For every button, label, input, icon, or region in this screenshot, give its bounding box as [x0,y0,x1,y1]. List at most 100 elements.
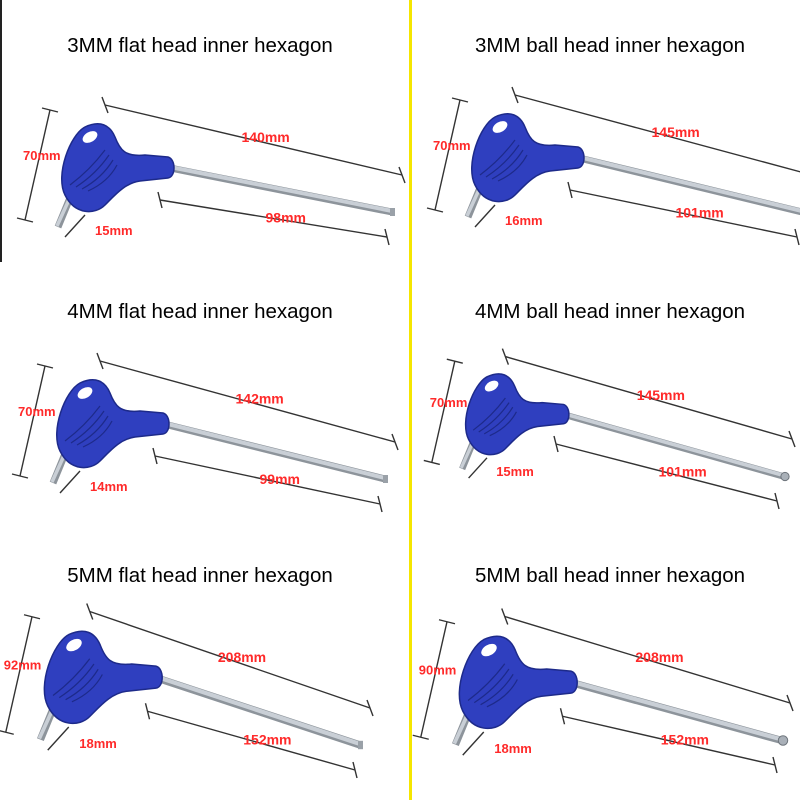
dim-line-height [431,361,456,463]
handle-hang-hole [484,380,499,392]
dim-tick [553,435,559,453]
wrench-shaft-highlight [567,678,781,742]
flat-tip [358,740,363,750]
dim-tick [144,703,151,720]
dim-line-height [19,365,46,477]
dim-label-shaft: 101mm [676,205,724,221]
handle-grip-rib [58,663,95,699]
wrench-shaft-highlight [574,154,800,213]
flat-tip [390,208,395,216]
handle-grip-rib [82,420,113,448]
dim-tick [412,734,429,740]
handle-grip-rib [64,405,101,442]
handle-grip-rib [478,402,510,433]
dim-tick [16,217,34,223]
handle-grip-rib [76,415,109,446]
dim-line-shaft [569,189,798,238]
dim-tick [788,430,796,448]
dim-label-height: 70mm [23,148,61,163]
dim-tick [559,708,566,725]
dim-line-stub [47,726,70,751]
dim-line-shaft [159,199,388,238]
dim-tick [786,694,794,712]
dim-line-length [104,104,403,176]
dim-tick [772,756,778,774]
dim-tick [391,433,399,451]
dim-tick [0,730,14,735]
dim-label-length: 145mm [637,387,685,403]
dim-tick [377,495,383,513]
wrench-handle [61,123,175,213]
dim-line-height [420,621,448,738]
dim-line-height [5,616,33,733]
handle-hang-hole [77,387,93,399]
handle-grip-rib [483,406,514,435]
handle-grip-rib [485,144,520,178]
panel-title: 3MM ball head inner hexagon [474,34,746,57]
dim-label-stub: 14mm [90,479,128,494]
dim-label-shaft: 152mm [243,732,291,748]
dim-label-shaft: 152mm [661,732,709,748]
dim-tick [501,348,510,365]
handle-grip-rib [473,668,510,704]
dim-label-length: 142mm [236,391,284,407]
ball-tip [777,735,789,746]
handle-grip-rib [467,663,506,701]
handle-grip-rib [491,149,524,180]
dim-tick [23,614,41,620]
dim-tick [157,191,163,209]
dim-label-height: 90mm [419,663,457,678]
handle-grip-rib [480,673,514,706]
divider-left-edge [0,0,2,262]
dim-label-shaft: 101mm [659,464,707,480]
wrench-shaft-highlight [560,410,783,477]
dim-tick [511,86,519,104]
dim-label-height: 70mm [433,138,471,153]
dim-tick [438,619,456,625]
dim-tick [36,363,54,369]
handle-grip-rib [479,139,516,176]
wrench-handle [43,630,163,725]
wrench-shaft-highlight [152,673,361,746]
handle-hang-hole [492,121,508,133]
panel-title: 4MM ball head inner hexagon [474,300,746,323]
handle-grip-rib [489,411,517,437]
dim-label-shaft: 98mm [266,210,306,226]
dim-line-height [24,109,51,221]
dim-label-shaft: 99mm [260,471,300,487]
dim-line-stub [474,204,496,228]
wrench-shaft-highlight [159,420,386,480]
wrench-handle [56,379,170,469]
handle-grip-rib [52,658,91,696]
dim-tick [352,761,358,779]
dim-line-stub [64,214,86,238]
wrench-handle [471,113,585,203]
handle-hang-hole [66,638,82,652]
dim-label-length: 140mm [242,129,290,145]
dim-tick [96,352,104,370]
dim-line-stub [59,470,81,494]
dim-line-length [89,610,371,709]
handle-grip-rib [65,668,99,701]
dim-label-stub: 15mm [496,464,534,479]
handle-grip-rib [472,397,506,431]
dim-tick [451,97,469,103]
handle-grip-rib [486,679,518,708]
panel-title: 5MM flat head inner hexagon [67,564,333,587]
panel-title: 4MM flat head inner hexagon [67,300,333,323]
handle-grip-rib [497,154,528,182]
handle-grip-rib [75,154,110,188]
dim-tick [774,492,780,510]
dim-line-length [504,615,791,704]
dim-tick [398,166,406,184]
handle-grip-rib [71,674,103,703]
dim-tick [446,358,463,364]
